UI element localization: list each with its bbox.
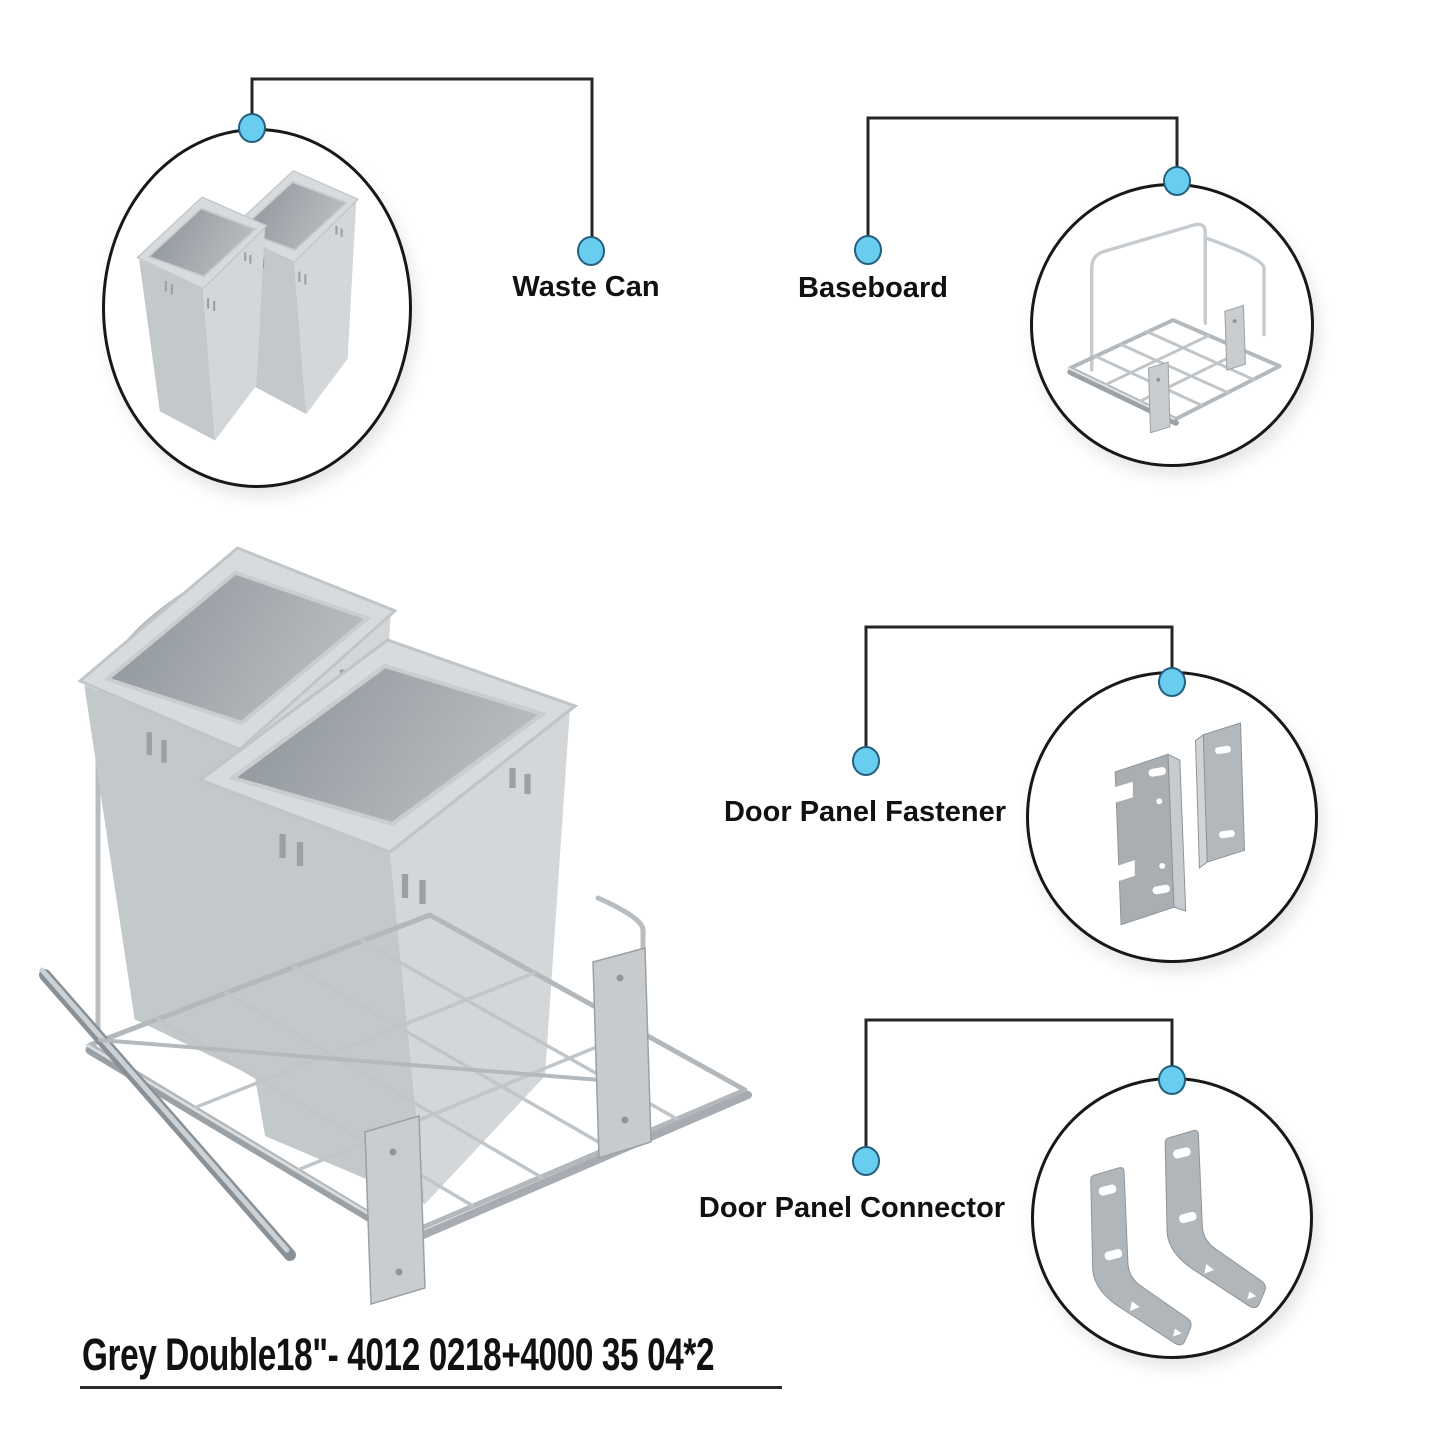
- baseboard-graphic: [1067, 222, 1282, 434]
- door-panel-fastener-bubble: [1026, 671, 1318, 963]
- waste-can-label-dot: [577, 236, 605, 266]
- product-title: Grey Double18"- 4012 0218+4000 35 04*2: [82, 1329, 715, 1380]
- door-panel-connector-bubble: [1031, 1077, 1313, 1359]
- product-illustration: [15, 530, 775, 1320]
- baseboard-label: Baseboard: [798, 272, 948, 304]
- waste-can-bubble: [102, 128, 412, 488]
- baseboard-label-dot: [854, 235, 882, 265]
- waste-can-label: Waste Can: [512, 271, 660, 303]
- door-panel-connector-label-dot: [852, 1146, 880, 1176]
- title-underline: [80, 1386, 782, 1389]
- door-panel-fastener-graphic: [1113, 722, 1245, 926]
- door-panel-fastener-label: Door Panel Fastener: [723, 796, 1007, 828]
- door-panel-fastener-label-dot: [852, 746, 880, 776]
- waste-can-graphic: [136, 169, 360, 442]
- baseboard-bubble: [1030, 183, 1314, 467]
- door-panel-connector-label: Door Panel Connector: [698, 1192, 1006, 1224]
- pullout-waste-unit-graphic: [39, 530, 752, 1305]
- door-panel-connector-graphic: [1090, 1129, 1266, 1346]
